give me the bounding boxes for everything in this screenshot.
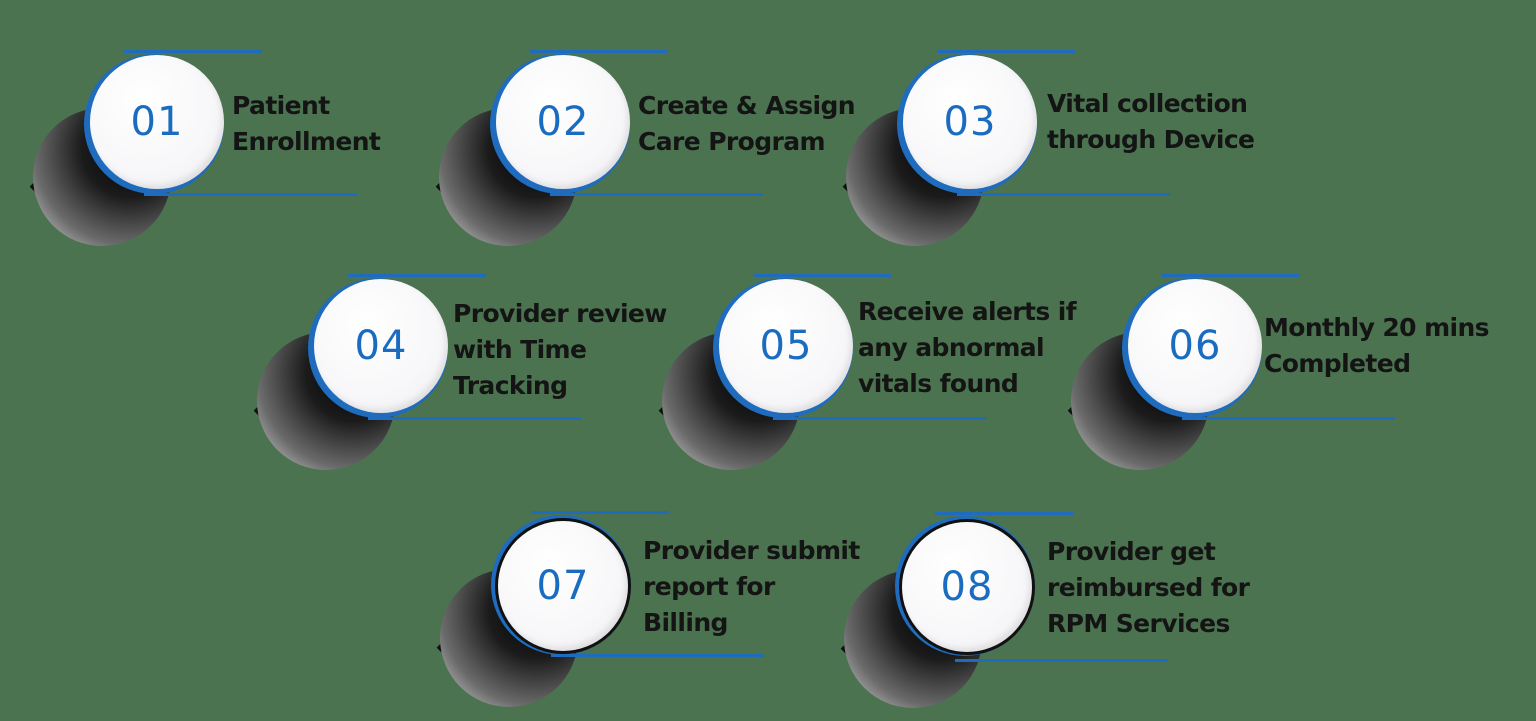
step-circle: 04 [314,279,448,413]
step-06: 06 Monthly 20 mins Completed [1067,274,1490,470]
step-05: 05 Receive alerts if any abnormal vitals… [658,274,1077,470]
step-number: 07 [536,563,590,609]
bottom-accent-line [955,659,1168,662]
step-number: 08 [940,564,994,610]
bottom-accent-line [773,417,986,420]
step-label: Vital collection through Device [1047,89,1255,154]
top-accent-line [530,50,668,53]
step-number: 01 [130,99,184,145]
bottom-accent-line [551,654,764,657]
step-02: 02 Create & Assign Care Program [435,50,856,246]
step-circle: 02 [496,55,630,189]
bottom-accent-line [144,193,357,196]
bottom-accent-line [1182,417,1395,420]
step-01: 01 Patient Enrollment [29,50,381,246]
top-accent-line [1162,274,1300,277]
step-03: 03 Vital collection through Device [842,50,1255,246]
top-accent-line [753,274,891,277]
step-number: 04 [354,323,408,369]
step-number: 06 [1168,323,1222,369]
step-number: 03 [943,99,997,145]
step-circle: 06 [1128,279,1262,413]
step-circle: 08 [899,519,1035,655]
step-circle: 01 [90,55,224,189]
bottom-accent-line [550,193,763,196]
step-label: Receive alerts if any abnormal vitals fo… [858,297,1077,398]
top-accent-line [531,511,669,514]
step-07: 07 Provider submit report for Billing [436,511,860,707]
top-accent-line [937,50,1075,53]
bottom-accent-line [957,193,1170,196]
top-accent-line [935,512,1073,515]
step-label: Provider get reimbursed for RPM Services [1047,537,1250,638]
bottom-accent-line [368,417,581,420]
step-label: Patient Enrollment [232,91,381,156]
step-number: 02 [536,99,590,145]
top-accent-line [124,50,262,53]
step-label: Monthly 20 mins Completed [1264,313,1490,378]
step-label: Create & Assign Care Program [638,91,856,156]
step-circle: 05 [719,279,853,413]
step-circle: 03 [903,55,1037,189]
step-label: Provider review with Time Tracking [453,299,667,400]
step-label: Provider submit report for Billing [643,536,860,637]
step-08: 08 Provider get reimbursed for RPM Servi… [840,512,1250,708]
top-accent-line [348,274,486,277]
step-04: 04 Provider review with Time Tracking [253,274,667,470]
step-number: 05 [759,323,813,369]
step-circle: 07 [495,518,631,654]
